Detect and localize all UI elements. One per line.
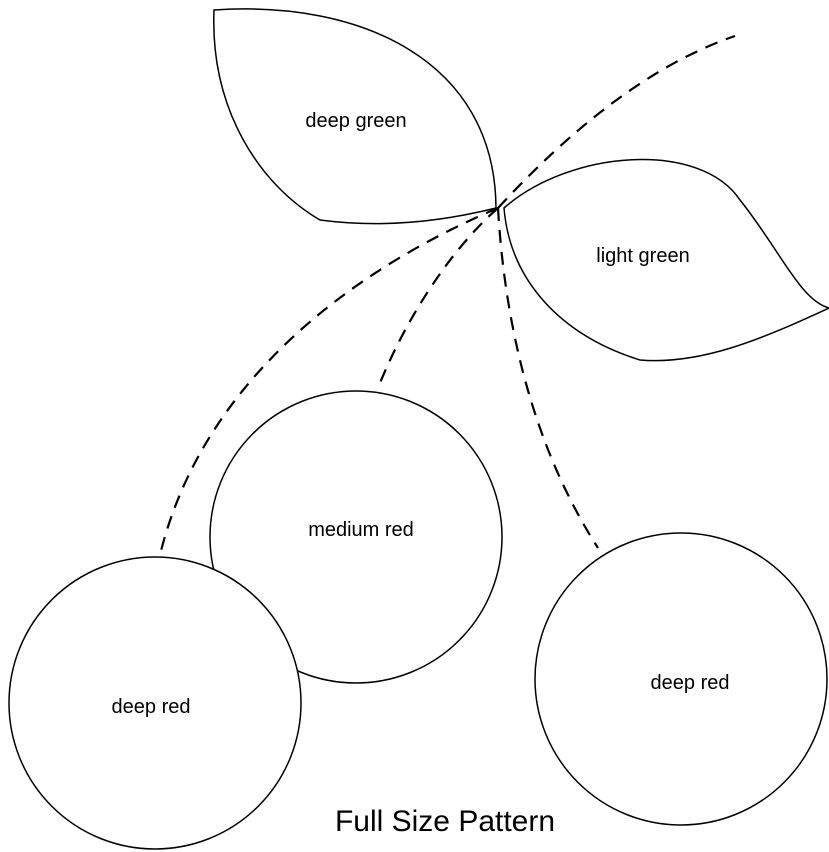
label-leaf-light-green: light green	[596, 245, 689, 267]
leaf-deep-green	[213, 8, 497, 225]
stem-left-cherry	[158, 206, 499, 556]
label-cherry-medium-red: medium red	[308, 519, 414, 541]
stem-middle-cherry	[376, 207, 499, 389]
cherry-medium-red	[209, 390, 503, 684]
leaf-light-green	[503, 158, 829, 362]
pattern-caption: Full Size Pattern	[335, 805, 555, 838]
label-leaf-deep-green: deep green	[305, 110, 406, 132]
label-cherry-deep-red-right: deep red	[651, 672, 730, 694]
stem-top-branch	[497, 34, 736, 209]
cherry-deep-red-right	[534, 532, 828, 826]
label-cherry-deep-red-left: deep red	[112, 696, 191, 718]
stem-right-cherry	[496, 207, 599, 549]
cherry-deep-red-left	[8, 556, 302, 850]
